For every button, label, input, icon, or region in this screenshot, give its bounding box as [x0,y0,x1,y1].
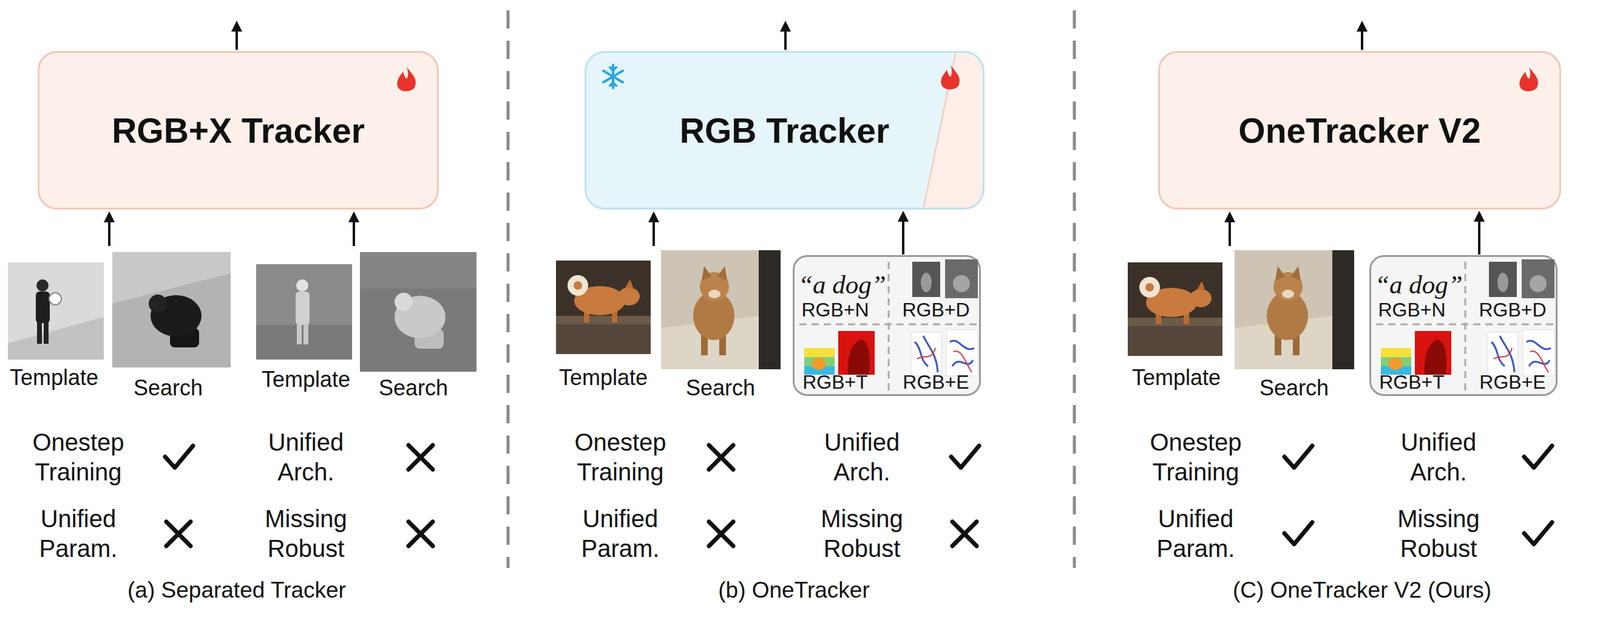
thermal-color-image [1380,330,1452,375]
image-label: Template [1132,364,1221,391]
image-label: Search [685,374,756,402]
tuned-region [923,52,984,209]
image-label: Template [559,364,648,391]
modality-tag: RGB+E [902,371,969,393]
depth-image [1488,259,1555,299]
arrow-head [897,210,909,222]
property-label: Unified Arch. [798,427,926,487]
image-label: Template [9,364,99,391]
modality-prompt-box: “a dog”RGB+N RGB+D RGB+T RGB+E [1369,254,1558,396]
arrow-head [1473,210,1485,222]
subfigure-caption: (a) Separated Tracker [127,576,346,604]
tracker-title: OneTracker V2 [1238,110,1481,151]
property-label: Unified Param. [1132,503,1260,564]
image-label: Search [1259,374,1329,402]
event-image [911,329,978,376]
connector-arrow [1473,210,1485,255]
image-label: Search [133,374,203,402]
property-label: Missing Robust [1374,503,1503,564]
rgb-template-image [7,262,104,360]
modality-tag: RGB+T [1379,371,1445,393]
modality-tag: RGB+D [901,299,970,321]
dog-search-image [1234,250,1355,370]
property-label: Unified Arch. [242,427,370,487]
property-label: Missing Robust [242,503,370,564]
modality-tag: RGB+N [1377,299,1446,321]
dog-template-image [555,260,651,354]
connector-line [1477,220,1481,255]
property-label: Unified Param. [556,503,685,564]
depth-image [912,259,978,299]
property-label: Unified Arch. [1374,427,1503,487]
frozen-icon [603,64,623,89]
thermal-search-image [359,251,477,372]
image-label: Template [261,366,351,393]
property-label: Onestep Training [1132,427,1260,487]
property-label: Onestep Training [556,427,685,487]
panel-separator [508,10,1075,568]
trainable-icon [396,66,416,92]
tracker-box: RGB Tracker [584,50,985,210]
subfigure-caption: (b) OneTracker [718,576,870,604]
modality-tag: RGB+N [801,299,869,321]
text-prompt: “a dog” [1374,270,1463,299]
modality-tag: RGB+D [1478,299,1546,321]
modality-tag: RGB+T [802,371,868,393]
tracker-title: RGB Tracker [679,110,890,151]
thermal-color-image [804,330,875,375]
text-prompt: “a dog” [798,270,887,299]
property-label: Onestep Training [14,427,143,487]
dog-search-image [661,250,781,370]
image-label: Search [378,374,448,402]
event-image [1487,329,1555,376]
trainable-icon [940,64,960,90]
rgb-search-image [112,251,231,368]
modality-prompt-box: “a dog”RGB+N RGB+D RGB+T RGB+E [792,254,981,396]
modality-tag: RGB+E [1479,371,1546,393]
dog-template-image [1127,262,1223,356]
trainable-icon [1519,66,1539,92]
frozen-region [585,52,984,209]
thermal-template-image [256,264,353,360]
property-label: Missing Robust [798,503,926,564]
connector-arrow [897,210,909,255]
property-label: Unified Param. [14,503,143,564]
tracker-title: RGB+X Tracker [111,110,365,151]
connector-line [901,220,905,255]
tracker-box: RGB+X Tracker [37,50,439,210]
subfigure-caption: (C) OneTracker V2 (Ours) [1232,576,1492,604]
tracker-box: OneTracker V2 [1158,50,1562,210]
